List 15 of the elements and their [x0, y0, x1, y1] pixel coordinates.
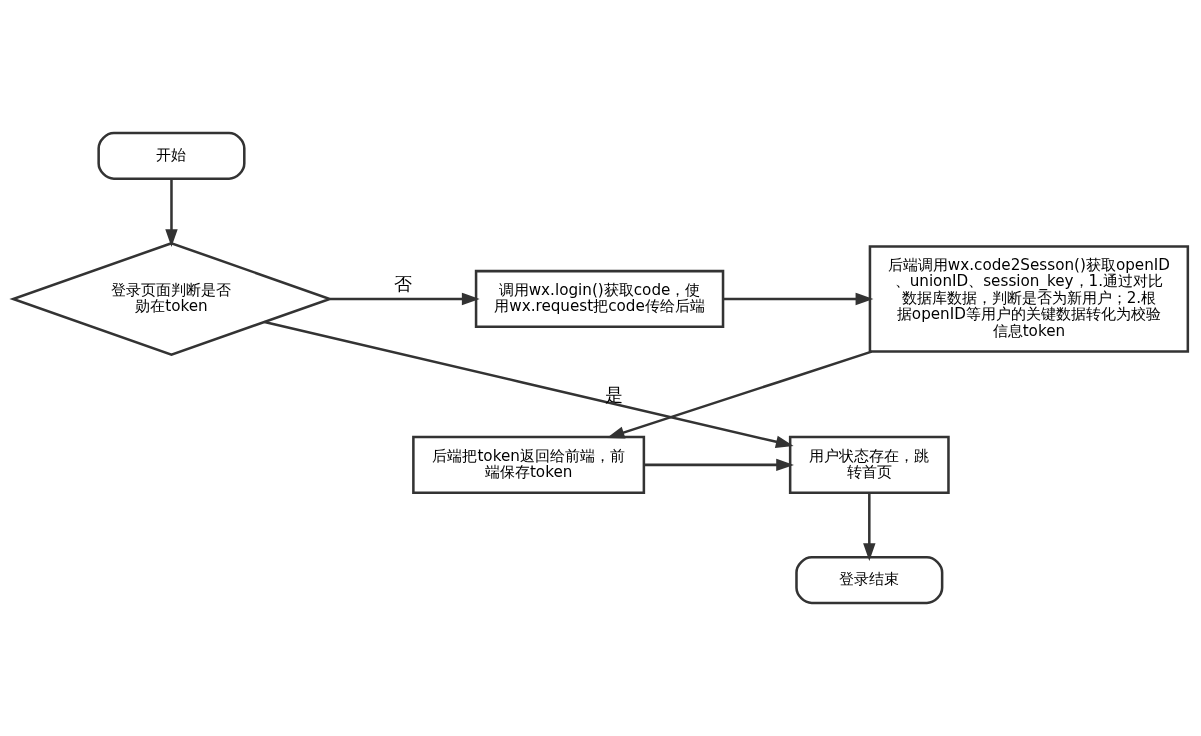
arrow [330, 292, 480, 306]
edge-label: 否 [393, 274, 412, 295]
arrow [606, 350, 873, 439]
node-box: 后端把token返回给前端，前端保存token [412, 435, 646, 494]
node-box: 用户状态存在，跳转首页 [788, 435, 950, 494]
arrow [264, 320, 794, 448]
node-box: 开始 [97, 131, 246, 180]
node-box: 登录结束 [795, 556, 944, 605]
edge-label: 是 [605, 384, 624, 405]
arrow [165, 179, 178, 247]
arrow [723, 292, 874, 306]
node-box: 后端调用wx.code2Sesson()获取openID、unionID、session_key，1.通过对比数据库数据，判断是否为新用户；2.根据openID等用户的关键数据转化为校验信息token [868, 245, 1190, 353]
arrow [644, 458, 794, 472]
arrow [863, 492, 876, 562]
node-box: 调用wx.login()获取code，使用wx.request把code传给后端 [474, 269, 725, 329]
